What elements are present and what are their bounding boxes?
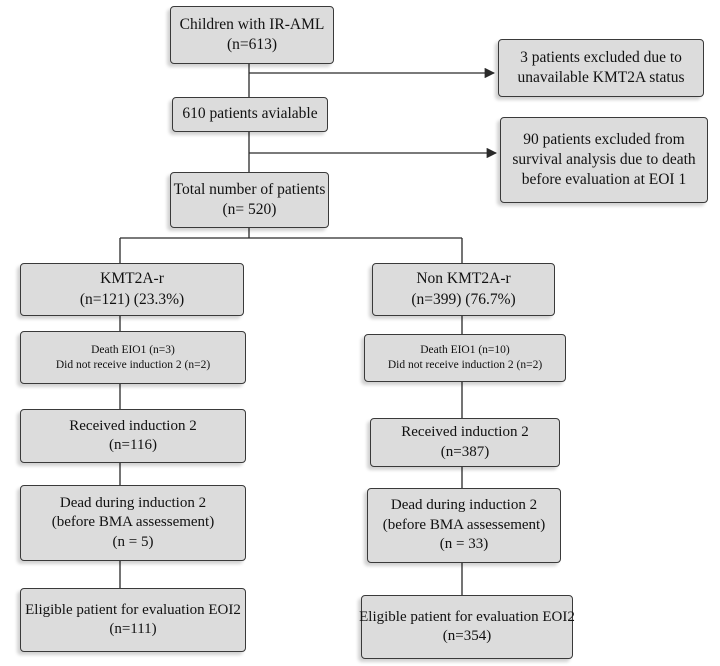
- node-label-line: Death EIO1 (n=3): [91, 343, 175, 356]
- node-kmt2a-r-group: KMT2A-r (n=121) (23.3%): [20, 263, 244, 316]
- node-label-line: 90 patients excluded from: [523, 130, 685, 148]
- node-label-line: (n= 520): [222, 201, 277, 218]
- node-label-line: (n=387): [440, 443, 490, 460]
- node-label-line: Received induction 2: [69, 417, 197, 434]
- node-label-line: Children with IR-AML: [179, 15, 325, 33]
- node-label-line: (n=354): [442, 628, 492, 644]
- node-label-line: (n = 5): [112, 533, 154, 550]
- node-excluded-death-eoi1: 90 patients excluded from survival analy…: [500, 117, 708, 203]
- node-label-line: Dead during induction 2: [390, 497, 538, 514]
- node-label-line: Did not receive induction 2 (n=2): [55, 358, 211, 371]
- node-children-ir-aml: Children with IR-AML (n=613): [170, 6, 334, 64]
- node-label-line: (n=121) (23.3%): [79, 290, 185, 308]
- node-non-kmt2a-r-loss-eoi1: Death EIO1 (n=10) Did not receive induct…: [364, 334, 566, 382]
- node-label-line: Death EIO1 (n=10): [420, 344, 510, 357]
- node-non-kmt2a-r-eligible-eoi2: Eligible patient for evaluation EOI2 (n=…: [359, 595, 575, 659]
- node-label-line: Total number of patients: [173, 180, 326, 198]
- node-patients-available: 610 patients avialable: [172, 97, 328, 132]
- node-label-line: Dead during induction 2: [59, 494, 207, 511]
- node-non-kmt2a-r-group: Non KMT2A-r (n=399) (76.7%): [372, 263, 555, 316]
- node-label-line: KMT2A-r: [100, 270, 164, 288]
- node-total-patients: Total number of patients (n= 520): [170, 172, 329, 228]
- node-label-line: survival analysis due to death: [512, 150, 696, 168]
- node-label-line: Non KMT2A-r: [416, 270, 511, 288]
- node-kmt2a-r-eligible-eoi2: Eligible patient for evaluation EOI2 (n=…: [20, 588, 246, 652]
- node-non-kmt2a-r-induction-2: Received induction 2 (n=387): [370, 418, 560, 467]
- node-label-line: Eligible patient for evaluation EOI2: [359, 608, 575, 625]
- node-excluded-kmt2a-status: 3 patients excluded due to unavailable K…: [498, 39, 704, 97]
- node-label-line: (before BMA assessement): [51, 514, 215, 531]
- node-label-line: (n = 33): [439, 536, 489, 553]
- node-label-line: (before BMA assessement): [382, 516, 546, 533]
- node-label-line: (n=613): [226, 36, 278, 53]
- node-label-line: unavailable KMT2A status: [517, 69, 685, 86]
- node-kmt2a-r-induction-2: Received induction 2 (n=116): [20, 409, 246, 463]
- node-non-kmt2a-r-dead-induction-2: Dead during induction 2 (before BMA asse…: [367, 488, 561, 563]
- node-label-line: Eligible patient for evaluation EOI2: [25, 601, 241, 618]
- node-label-line: before evaluation at EOI 1: [521, 171, 687, 189]
- node-label-line: Did not receive induction 2 (n=2): [387, 359, 543, 371]
- node-label-line: (n=399) (76.7%): [411, 290, 516, 308]
- node-label-line: Received induction 2: [401, 424, 529, 440]
- node-label-line: 3 patients excluded due to: [520, 48, 682, 66]
- node-label-line: (n=116): [109, 437, 157, 453]
- node-label-line: 610 patients avialable: [182, 105, 318, 123]
- node-label-line: (n=111): [109, 621, 157, 637]
- node-kmt2a-r-loss-eoi1: Death EIO1 (n=3) Did not receive inducti…: [20, 331, 246, 384]
- node-kmt2a-r-dead-induction-2: Dead during induction 2 (before BMA asse…: [20, 485, 246, 561]
